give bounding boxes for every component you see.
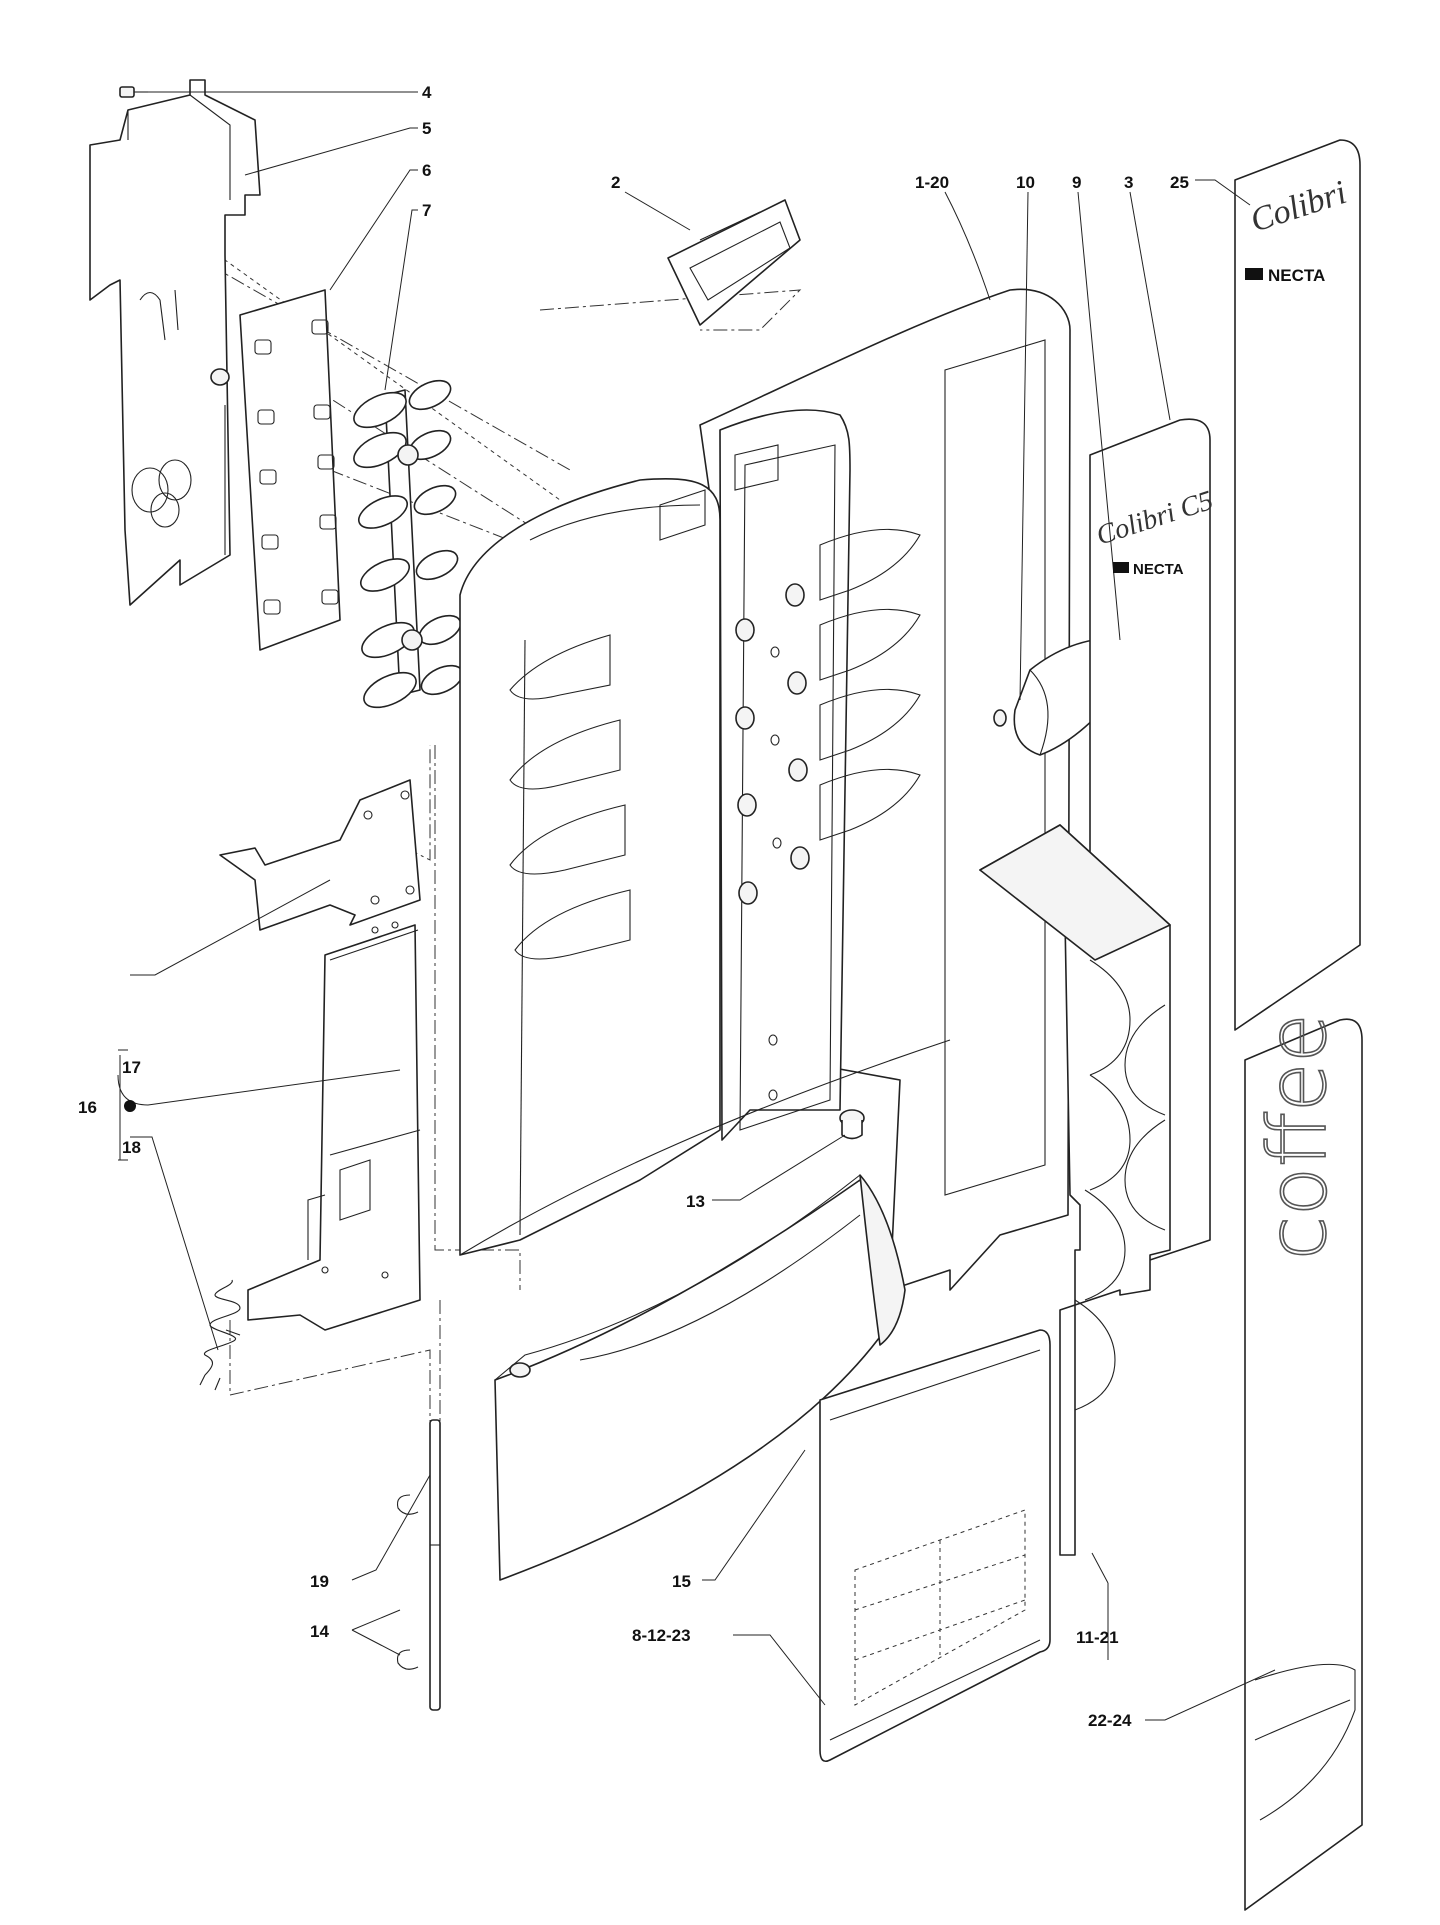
leader-lines [117,91,1276,1721]
part-10-knob-pin [993,709,1007,727]
part-8-12-23-product-panel [819,1329,1051,1763]
callout-18: 18 [122,1138,141,1157]
callout-2: 2 [611,173,620,192]
panel-22-24-branding: coffee [1250,1013,1345,1261]
callout-5: 5 [422,119,431,138]
part-18-spring [199,1279,241,1391]
callout-22-24: 22-24 [1088,1711,1132,1730]
callout-14: 14 [310,1622,329,1641]
callout-labels: 4 5 6 7 2 1-20 10 9 3 25 17 16 18 13 19 … [78,83,1189,1730]
callout-17: 17 [122,1058,141,1077]
coffee-text: coffee [1251,1014,1344,1260]
callout-7: 7 [422,201,431,220]
callout-8-12-23: 8-12-23 [632,1626,691,1645]
callout-10: 10 [1016,173,1035,192]
part-14-retaining-clip [396,1494,419,1670]
callout-9: 9 [1072,173,1081,192]
callout-19: 19 [310,1572,329,1591]
part-22-24-coffee-panel [1244,1018,1363,1911]
spacer-nut [210,368,230,386]
callout-4: 4 [422,83,432,102]
part-1-20-main-cabinet [459,288,1071,1291]
callout-13: 13 [686,1192,705,1211]
callout-11-21: 11-21 [1076,1628,1119,1647]
part-2-display [667,199,801,326]
necta-logo-mark-3 [1113,562,1129,573]
part-17-upper-bracket [219,779,421,931]
part-11-21-cup-holder [979,824,1171,1556]
callout-6: 6 [422,161,431,180]
part-7-button-actuator [353,379,464,709]
necta-logo-mark-25 [1245,268,1263,280]
callout-3: 3 [1124,173,1133,192]
callout-25: 25 [1170,173,1189,192]
maker-text-3: NECTA [1133,561,1184,578]
part-19-hinge-pin [429,1419,441,1711]
part-16-door-bracket [247,921,421,1331]
part-5-rear-bracket [89,79,261,606]
callout-15: 15 [672,1572,691,1591]
callout-16: 16 [78,1098,97,1117]
part-13-foot [839,1109,865,1140]
part-6-button-board [239,289,341,651]
part-15-lower-door [494,1174,906,1581]
callout-1-20: 1-20 [915,173,949,192]
part-25-side-panel [1234,139,1361,1031]
maker-text-25: NECTA [1268,266,1325,285]
